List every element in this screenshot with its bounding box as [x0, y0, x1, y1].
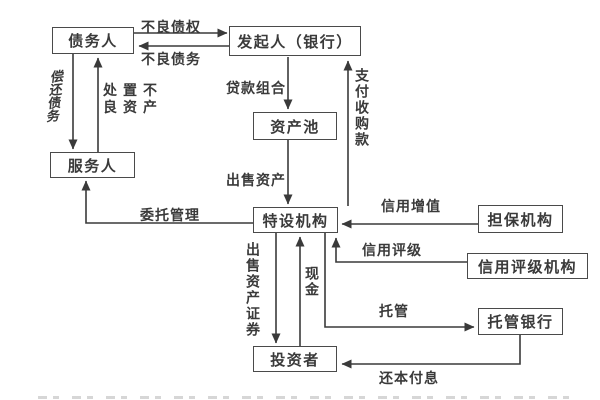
node-custodian-bank: 托管银行	[478, 308, 563, 335]
edge-credit-rating-arrow	[331, 237, 467, 263]
node-spv: 特设机构	[253, 207, 338, 233]
edge-custody-arrow	[324, 233, 475, 332]
edge-label-dispose-npa: 处置不良资产	[103, 82, 163, 115]
edge-entrusted-mgmt-arrow	[81, 180, 253, 224]
edge-label-bad-debt: 不良债务	[141, 51, 201, 67]
edge-label-bad-claims: 不良债权	[141, 19, 201, 35]
edge-label-loan-portfolio: 贷款组合	[226, 80, 286, 96]
node-originator: 发起人（银行）	[229, 26, 361, 56]
edge-label-credit-enhance: 信用增值	[381, 198, 441, 214]
clipped-caption-remnant	[38, 396, 570, 399]
edge-label-sell-assets: 出售资产	[226, 172, 286, 188]
node-asset-pool: 资产池	[253, 112, 337, 140]
edge-label-custody: 托管	[379, 303, 409, 319]
edge-label-pay-purchase: 支付收购款	[354, 68, 370, 148]
edge-principal-interest-arrow	[341, 335, 521, 369]
node-rating-agency: 信用评级机构	[467, 253, 588, 279]
edge-label-credit-rating: 信用评级	[362, 242, 422, 258]
edge-label-cash: 现金	[304, 266, 320, 298]
node-investor: 投资者	[253, 346, 337, 372]
node-guarantor: 担保机构	[478, 205, 563, 233]
node-servicer: 服务人	[50, 152, 135, 178]
edge-label-entrusted-mgmt: 委托管理	[140, 207, 200, 223]
edge-label-principal-interest: 还本付息	[379, 370, 439, 386]
node-debtor: 债务人	[52, 27, 134, 54]
edge-label-sell-securities: 出售资产证券	[245, 242, 261, 338]
